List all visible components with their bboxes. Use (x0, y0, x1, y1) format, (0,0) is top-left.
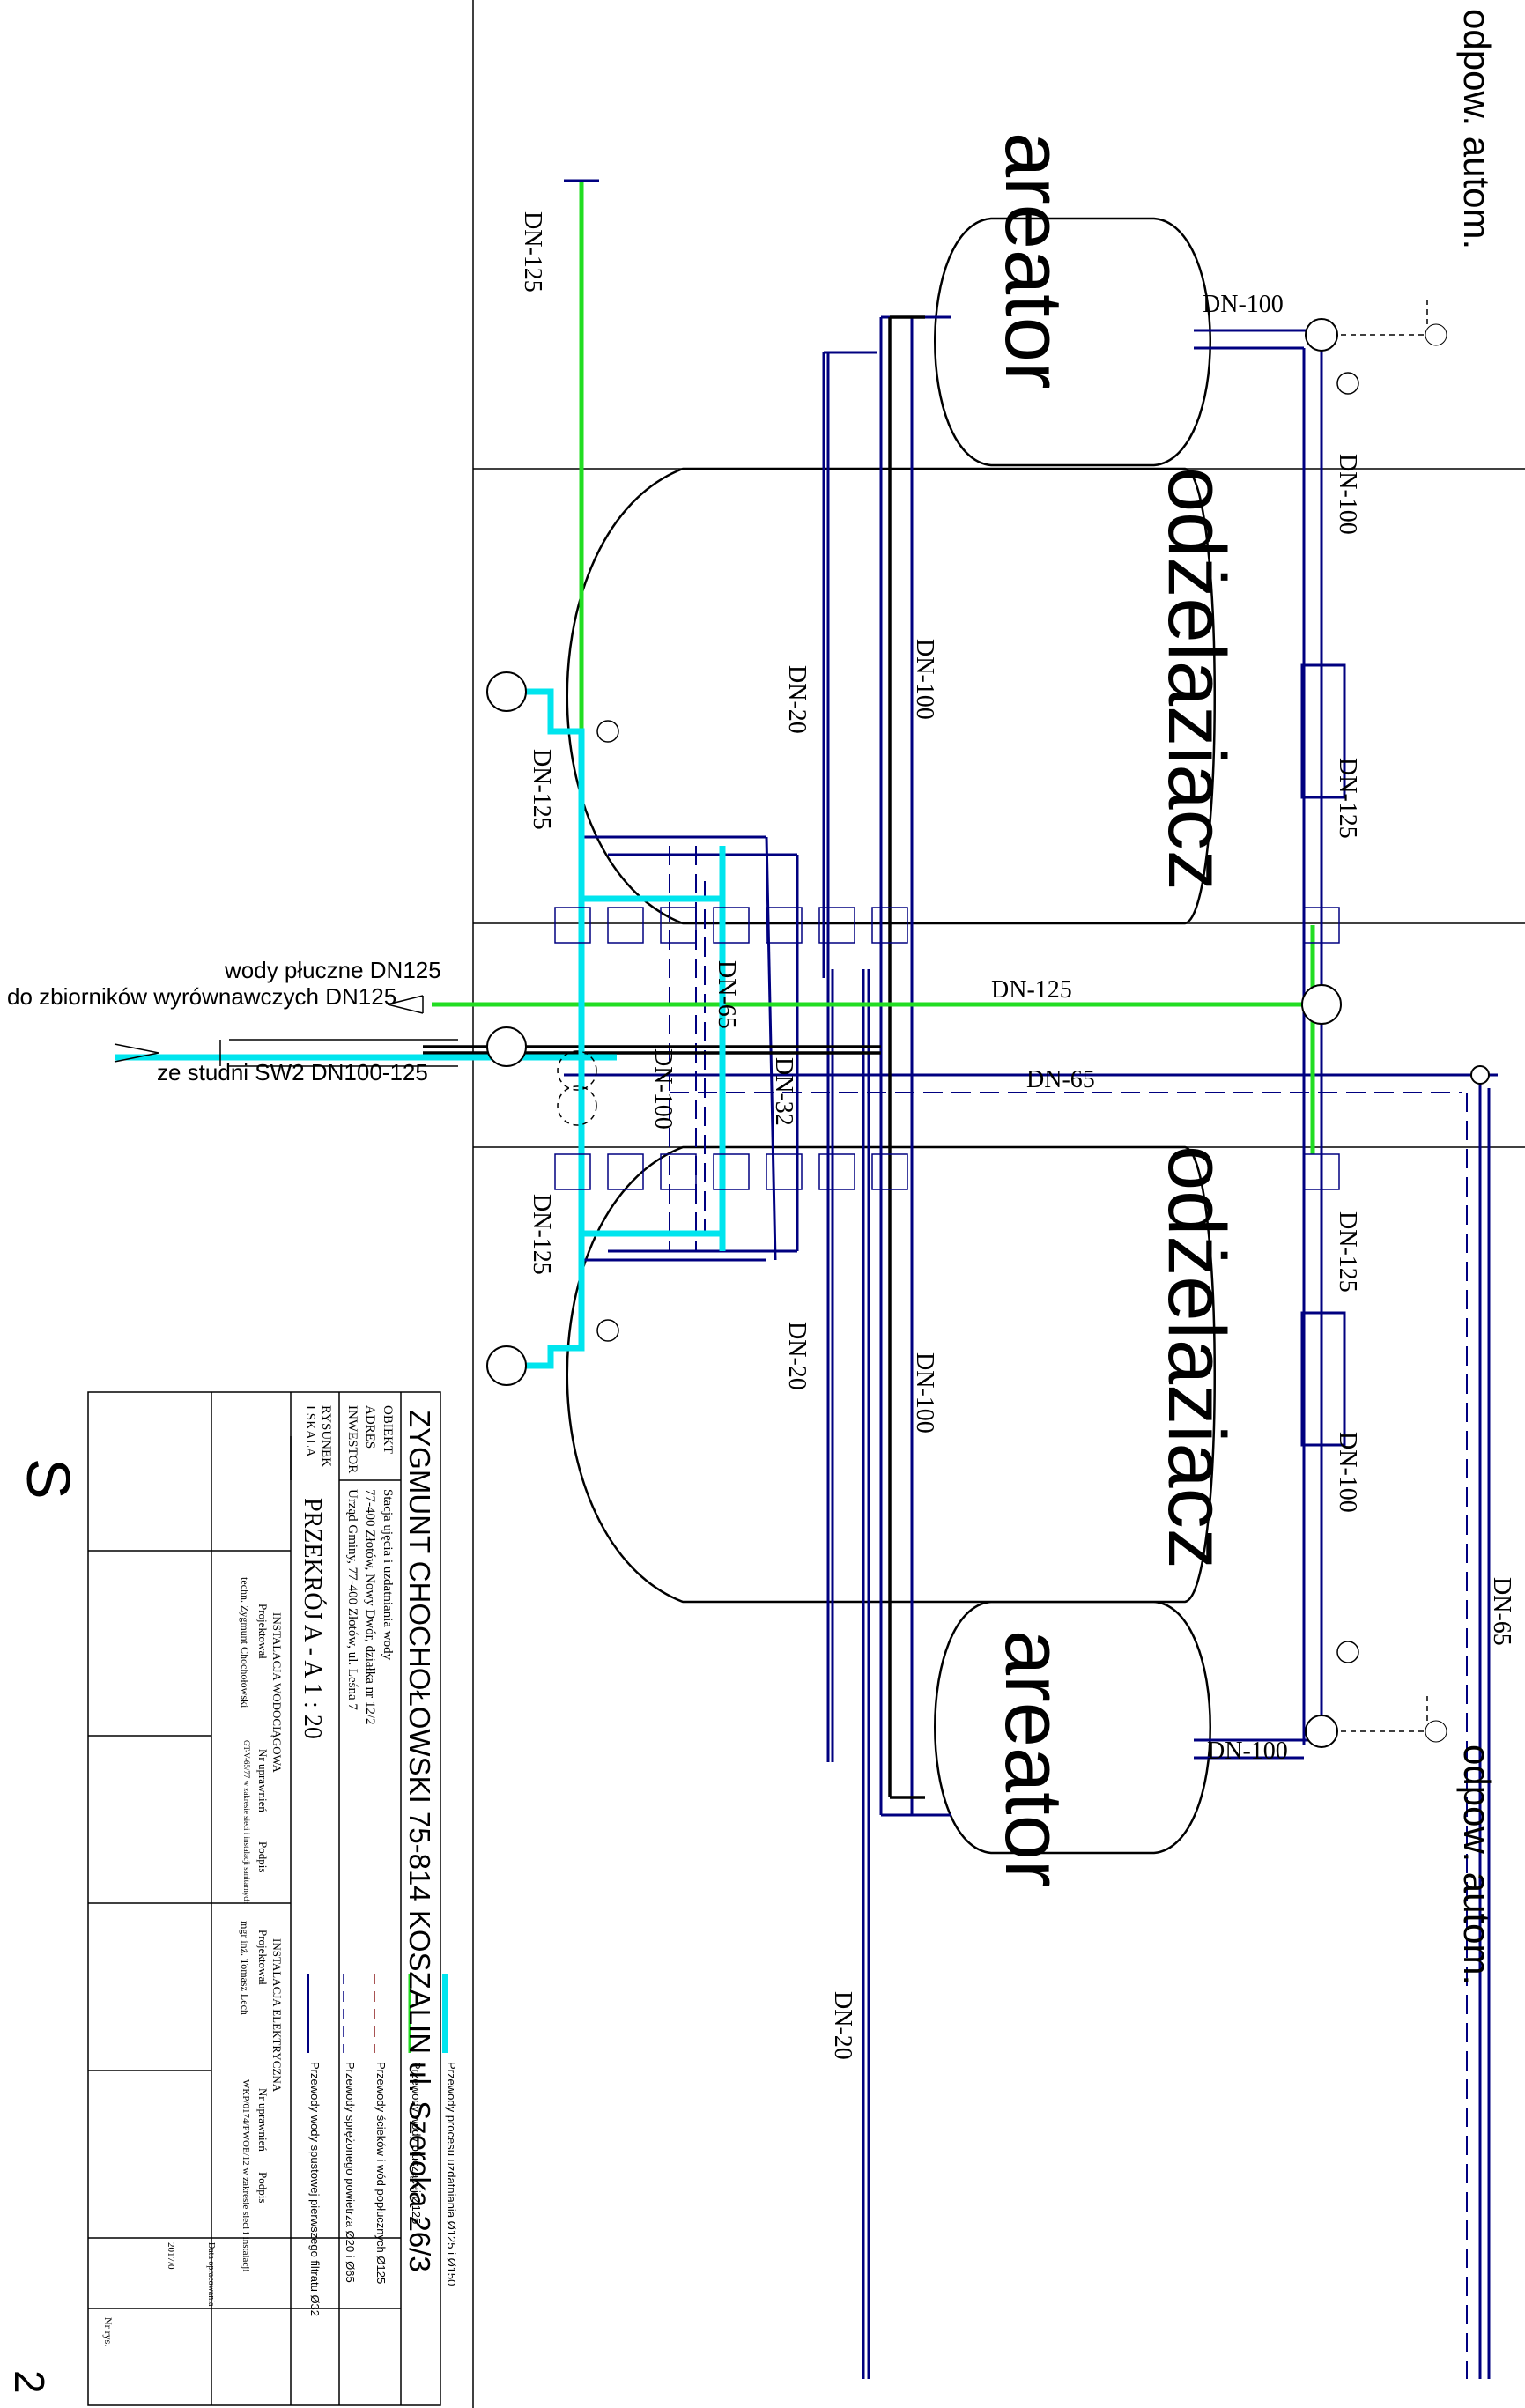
date-value: 2017/0 (166, 2242, 176, 2270)
vent-lines (1321, 300, 1428, 1732)
gauge-icons (596, 372, 1359, 1663)
water-designer-name: techn. Zygmunt Chochołowski (239, 1577, 251, 1708)
dn20-left-top-label: DN-20 (783, 665, 811, 734)
sheet-number: 2 (5, 2370, 52, 2394)
water-section-title: INSTALACJA WODOCIĄGOWA (270, 1612, 284, 1773)
dn100-right-bottom-label: DN-100 (1334, 1432, 1361, 1513)
valve-row-top (554, 907, 1340, 944)
valves (554, 907, 1340, 1190)
legend-item-3: Przewody ścieków i wód popłucznych Ø125 (374, 2062, 388, 2285)
aerator-bottom-label: areator (988, 1630, 1078, 1887)
aerator-bottom-tank (934, 1600, 1211, 1855)
vent-bottom-icon (1425, 1720, 1447, 1743)
dn100-center-label: DN-100 (649, 1048, 677, 1130)
drawing-label-1: RYSUNEK (319, 1405, 333, 1468)
dn65-far-right-label: DN-65 (1488, 1577, 1515, 1646)
dn65-mid-label: DN-65 (713, 960, 740, 1029)
process-pipes (115, 688, 726, 1369)
dn100-mid-top-label: DN-100 (911, 639, 938, 720)
water-permit-number: GT-V-65/77 w zakresie sieci i instalacji… (242, 1740, 251, 1904)
from-well-callout: ze studni SW2 DN100-125 (157, 1059, 428, 1085)
dashed-circles (557, 1050, 597, 1126)
title-block-frame (87, 1391, 441, 2406)
water-designed-label: Projektował (256, 1604, 270, 1659)
dn125-left-bottom-label: DN-125 (528, 1194, 555, 1275)
date-label: Data opracowania (206, 2242, 216, 2307)
water-permission-label: Nr uprawnień (256, 1749, 270, 1812)
legend-samples (307, 1974, 448, 2053)
dn20-left-bottom-label: DN-20 (783, 1322, 811, 1390)
company-header: ZYGMUNT CHOCHOŁOWSKI 75-814 KOSZALIN ul.… (403, 1410, 436, 2272)
electric-permit-number: WKP/0174/PWOE/12 w zakresie sieci i inst… (241, 2079, 251, 2272)
legend-item-5: Przewody wody spustowej pierwszego filtr… (308, 2062, 322, 2317)
wash-water-callout: wody płuczne DN125 (225, 957, 441, 983)
investor-value: Urząd Gminy, 77-400 Złotów, ul. Leśna 7 (345, 1489, 359, 1710)
water-signature-label: Podpis (256, 1841, 270, 1873)
legend-item-1: Przewody procesu uzdatniania Ø125 i Ø150 (445, 2062, 458, 2286)
address-label: ADRES (363, 1405, 377, 1449)
electric-signature-label: Podpis (256, 2172, 270, 2204)
auto-vent-bottom-label: odpow. autom. (1456, 1745, 1498, 1986)
vent-top-icon (1425, 323, 1447, 346)
dn65-right-label: DN-65 (1026, 1066, 1095, 1093)
dn100-mid-bottom-label: DN-100 (911, 1352, 938, 1434)
raw-water-pipes (564, 315, 1498, 2379)
flow-arrows (114, 995, 458, 1067)
electric-section-title: INSTALACJA ELEKTRYCZNA (270, 1938, 284, 2093)
deironer-bottom-label: odżelaziacz (1151, 1145, 1241, 1569)
aerator-top-tank (934, 217, 1211, 467)
company-logo: S (14, 1458, 83, 1500)
object-value: Stacja ujęcia i uzdatniania wody (381, 1489, 395, 1661)
electric-designed-label: Projektował (256, 1930, 270, 1985)
address-value: 77-400 Złotów, Nowy Dwór, działka nr 12/… (363, 1489, 377, 1725)
investor-label: INWESTOR (345, 1405, 359, 1474)
electric-permission-label: Nr uprawnień (256, 2088, 270, 2152)
object-label: OBIEKT (381, 1405, 395, 1454)
dn125-vertical-top-label: DN-125 (519, 211, 546, 293)
dn125-center-label: DN-125 (991, 976, 1072, 1004)
dn100-right-top-label: DN-100 (1334, 454, 1361, 535)
dn20-bottom-label: DN-20 (829, 1991, 856, 2060)
dn125-right-bottom-label: DN-125 (1334, 1211, 1361, 1293)
dn125-left-top-label: DN-125 (528, 749, 555, 830)
dn32-center-label: DN-32 (770, 1057, 797, 1126)
drawing-label-2: I SKALA (303, 1405, 317, 1457)
sheet-label: Nr rys. (102, 2317, 115, 2347)
valve-row-bottom (554, 1153, 1340, 1190)
auto-vent-top-label: odpow. autom. (1456, 9, 1498, 250)
pipe-end-circles (486, 318, 1490, 1748)
electric-designer-name: mgr inż. Tomasz Lech (239, 1921, 251, 2015)
legend-item-4: Przewody sprężonego powietrza Ø20 i Ø65 (344, 2062, 357, 2283)
dn125-right-top-label: DN-125 (1334, 758, 1361, 839)
dn100-aerator-bottom-label: DN-100 (1207, 1737, 1288, 1765)
dn100-aerator-top-label: DN-100 (1203, 291, 1284, 318)
aerator-top-label: areator (988, 132, 1078, 389)
to-tanks-callout: do zbiorników wyrównawczych DN125 (7, 983, 397, 1010)
drawing-title: PRZEKRÓJ A - A 1 : 20 (299, 1498, 326, 1739)
deironer-top-label: odżelaziacz (1151, 467, 1241, 891)
